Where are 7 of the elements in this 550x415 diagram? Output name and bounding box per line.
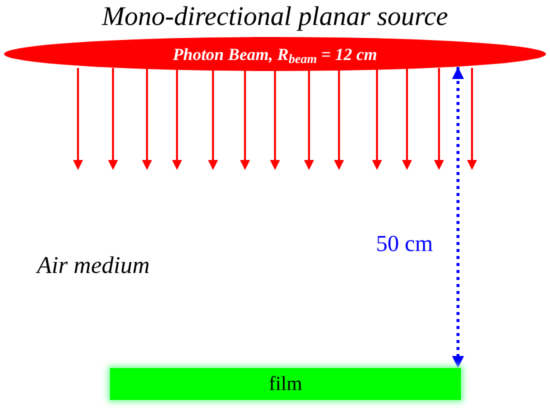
medium-label: Air medium (37, 254, 150, 278)
source-ellipse (4, 37, 546, 71)
film-label: film (268, 374, 302, 394)
dimension-arrow (452, 67, 464, 368)
film-bar (110, 368, 461, 400)
diagram-title: Mono-directional planar source (100, 1, 449, 31)
beam-label: Photon Beam, R$_{beam}$ = 12 cm (172, 46, 378, 62)
